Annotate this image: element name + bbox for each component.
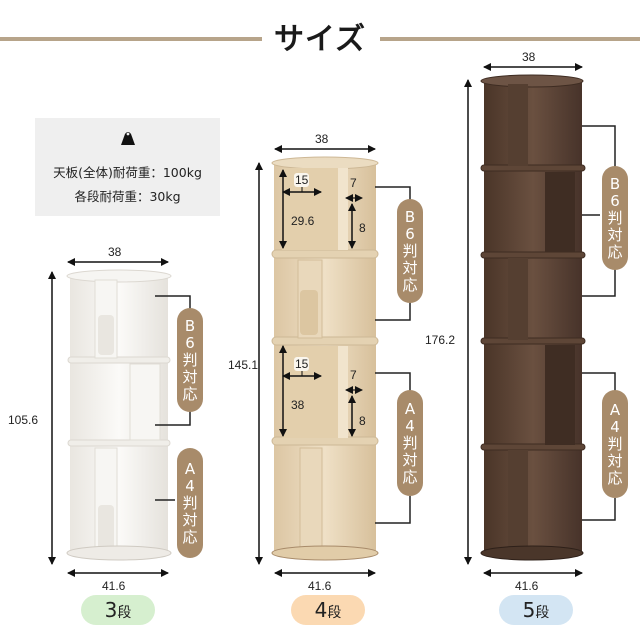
shelf-5-height: 176.2 — [425, 333, 456, 347]
tier-badge-5: 5段 — [499, 595, 573, 625]
upper-height-29-6: 29.6 — [291, 214, 315, 228]
tier-badge-4: 4段 — [291, 595, 365, 625]
upper-depth-15: 15 — [294, 173, 310, 187]
shelf-4-tier — [271, 156, 379, 561]
lower-height-38: 38 — [291, 398, 305, 412]
lower-depth-15: 15 — [294, 357, 310, 371]
shelf-5-top-width: 38 — [522, 50, 536, 64]
each-shelf-load: 各段耐荷重：30kg — [74, 189, 181, 204]
lower-slot-7: 7 — [350, 368, 357, 382]
shelf-3-top-width: 38 — [108, 245, 122, 259]
shelf-5-tier — [480, 74, 586, 561]
lower-divider-8: 8 — [359, 414, 366, 428]
upper-divider-8: 8 — [359, 221, 366, 235]
page-title: サイズ — [273, 22, 367, 57]
shelf-3-height: 105.6 — [8, 413, 39, 427]
weight-icon — [121, 132, 135, 145]
shelf-3-bottom-width: 41.6 — [102, 579, 126, 593]
header-rule-left — [0, 37, 262, 41]
top-board-load: 天板(全体)耐荷重：100kg — [53, 165, 202, 180]
load-capacity-box: 天板(全体)耐荷重：100kg 各段耐荷重：30kg — [35, 118, 220, 216]
upper-slot-7: 7 — [350, 176, 357, 190]
shelf-3-tier — [66, 269, 172, 561]
header-rule-right — [380, 37, 640, 41]
shelf-4-top-width: 38 — [315, 132, 329, 146]
shelf-5-bottom-width: 41.6 — [515, 579, 539, 593]
shelf-4-bottom-width: 41.6 — [308, 579, 332, 593]
shelf-4-height: 145.1 — [228, 358, 259, 372]
tier-badge-3: 3段 — [81, 595, 155, 625]
